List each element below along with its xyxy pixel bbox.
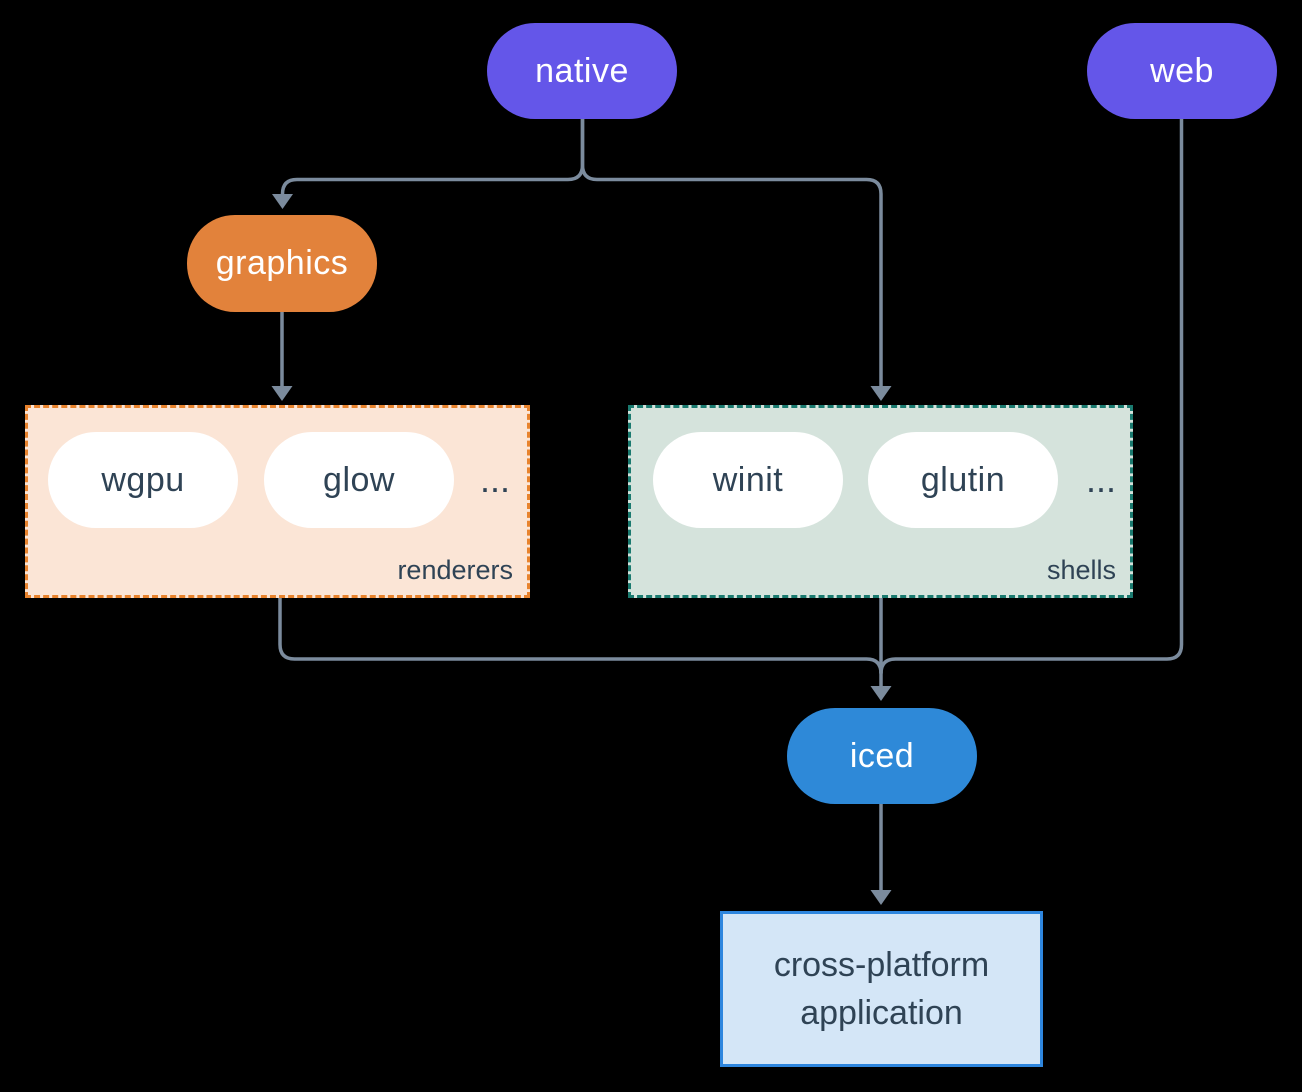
node-glutin: glutin <box>868 432 1058 528</box>
renderers-group-label: renderers <box>397 555 513 585</box>
node-native-label: native <box>535 51 629 90</box>
node-native: native <box>487 23 677 119</box>
node-graphics: graphics <box>187 215 377 312</box>
edge-native-shells <box>580 119 883 386</box>
group-renderers: wgpu glow ... renderers <box>25 405 530 598</box>
node-web: web <box>1087 23 1277 119</box>
node-glow-label: glow <box>323 460 395 499</box>
node-wgpu: wgpu <box>48 432 238 528</box>
node-glutin-label: glutin <box>920 460 1006 499</box>
node-iced: iced <box>787 708 977 804</box>
app-label-line2: application <box>800 994 963 1032</box>
node-web-label: web <box>1150 51 1214 90</box>
group-shells: winit glutin ... shells <box>628 405 1133 598</box>
node-glow: glow <box>264 432 454 528</box>
node-iced-label: iced <box>849 736 915 775</box>
renderers-ellipsis: ... <box>480 459 511 500</box>
node-cross-platform-application: cross-platform application <box>720 911 1043 1067</box>
shells-group-label: shells <box>1046 555 1116 585</box>
arrowhead-shells <box>870 386 892 401</box>
arrowhead-graphics <box>272 194 293 209</box>
node-winit: winit <box>653 432 843 528</box>
shells-ellipsis: ... <box>1086 459 1117 500</box>
edge-native-graphics <box>280 119 585 196</box>
node-graphics-label: graphics <box>215 244 349 282</box>
arrowhead-app <box>870 890 892 905</box>
edge-renderers-iced <box>278 598 883 674</box>
node-wgpu-label: wgpu <box>101 460 185 499</box>
arrowhead-renderers <box>271 386 293 401</box>
app-label-line1: cross-platform <box>773 946 990 984</box>
arrowhead-iced <box>870 686 892 701</box>
node-winit-label: winit <box>712 460 784 499</box>
